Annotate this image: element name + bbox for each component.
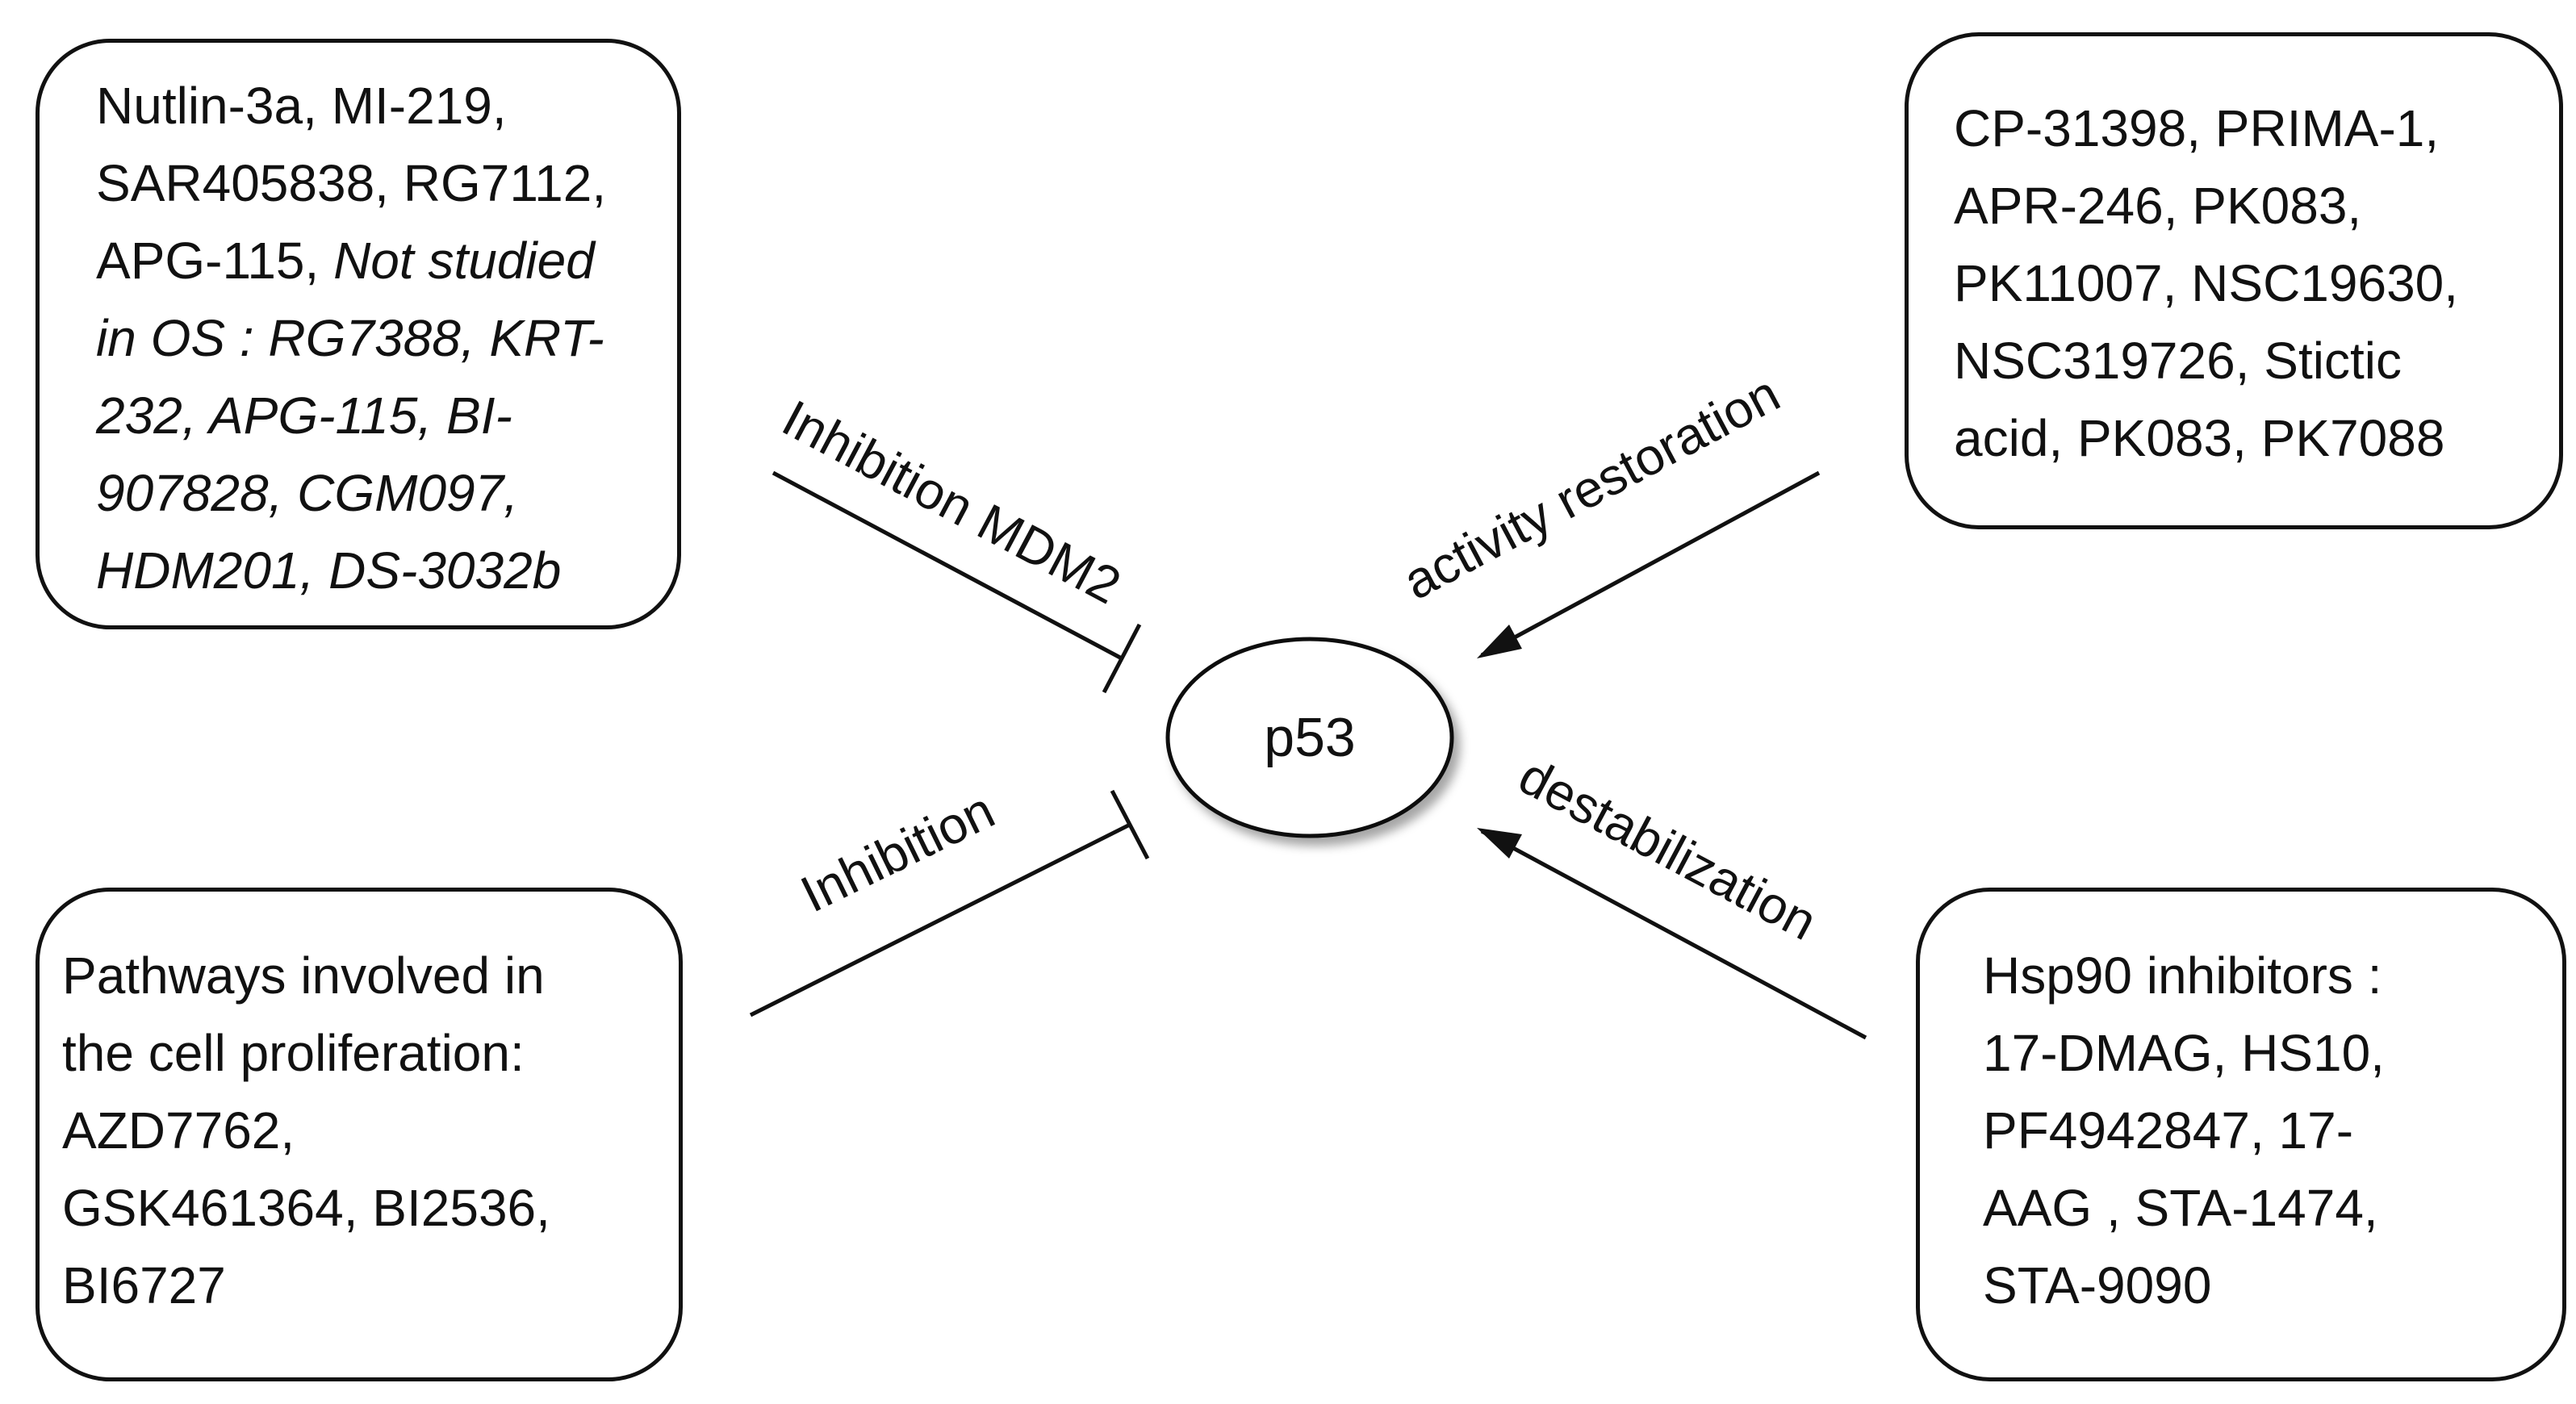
text-segment: APR-246, PK083, <box>1954 177 2362 235</box>
text-segment: Nutlin-3a, MI-219, <box>96 77 507 135</box>
text-segment: BI6727 <box>62 1256 226 1314</box>
box-line: STA-9090 <box>1983 1247 2385 1324</box>
text-segment: GSK461364, BI2536, <box>62 1179 550 1237</box>
box-line: CP-31398, PRIMA-1, <box>1954 90 2458 167</box>
box-line: Hsp90 inhibitors : <box>1983 937 2385 1014</box>
italic-segment: HDM201, DS-3032b <box>96 541 562 600</box>
text-segment: acid, PK083, PK7088 <box>1954 409 2445 467</box>
box-hsp90-inhibitors-text: Hsp90 inhibitors : 17-DMAG, HS10, PF494284… <box>1983 937 2385 1324</box>
box-line: GSK461364, BI2536, <box>62 1169 550 1247</box>
box-proliferation-pathways: Pathways involved in the cell proliferati… <box>36 888 683 1381</box>
box-line: in OS : RG7388, KRT- <box>96 299 606 377</box>
italic-segment: Not studied <box>333 232 595 290</box>
box-mdm2-inhibitors: Nutlin-3a, MI-219, SAR405838, RG7112, APG-… <box>36 39 681 629</box>
text-segment: APG-115, <box>96 232 334 290</box>
box-line: 232, APG-115, BI- <box>96 377 606 454</box>
edge-inhibition <box>749 789 1150 1017</box>
box-line: NSC319726, Stictic <box>1954 322 2458 399</box>
p53-ellipse <box>1165 637 1454 838</box>
box-line: APG-115, Not studied <box>96 222 606 299</box>
box-line: AAG , STA-1474, <box>1983 1169 2385 1247</box>
text-segment: SAR405838, RG7112, <box>96 154 607 212</box>
text-segment: STA-9090 <box>1983 1256 2212 1314</box>
text-segment: Pathways involved in <box>62 946 545 1005</box>
box-line: SAR405838, RG7112, <box>96 144 606 222</box>
text-segment: AZD7762, <box>62 1101 295 1160</box>
italic-segment: in OS : RG7388, KRT- <box>96 309 604 367</box>
node-p53-label: p53 <box>1264 707 1356 768</box>
text-segment: PK11007, NSC19630, <box>1954 254 2459 312</box>
box-line: PF4942847, 17- <box>1983 1092 2385 1169</box>
box-line: APR-246, PK083, <box>1954 167 2458 244</box>
edge-inhibition-mdm2 <box>772 470 1142 694</box>
box-line: 17-DMAG, HS10, <box>1983 1014 2385 1092</box>
edge-activity-restoration <box>1477 470 1821 658</box>
text-segment: CP-31398, PRIMA-1, <box>1954 99 2440 157</box>
box-line: AZD7762, <box>62 1092 550 1169</box>
box-proliferation-pathways-text: Pathways involved in the cell proliferati… <box>62 937 550 1324</box>
box-line: acid, PK083, PK7088 <box>1954 399 2458 477</box>
box-hsp90-inhibitors: Hsp90 inhibitors : 17-DMAG, HS10, PF494284… <box>1916 888 2566 1381</box>
box-line: BI6727 <box>62 1247 550 1324</box>
text-segment: 17-DMAG, HS10, <box>1983 1024 2385 1082</box>
text-segment: AAG , STA-1474, <box>1983 1179 2378 1237</box>
edge-destabilization <box>1477 828 1867 1040</box>
box-activity-restorers-text: CP-31398, PRIMA-1, APR-246, PK083, PK11007… <box>1954 90 2458 477</box>
text-segment: Hsp90 inhibitors : <box>1983 946 2382 1005</box>
italic-segment: 907828, CGM097, <box>96 464 518 522</box>
box-mdm2-inhibitors-text: Nutlin-3a, MI-219, SAR405838, RG7112, APG-… <box>96 67 606 609</box>
box-line: HDM201, DS-3032b <box>96 532 606 609</box>
box-line: Nutlin-3a, MI-219, <box>96 67 606 144</box>
box-line: 907828, CGM097, <box>96 454 606 532</box>
box-line: Pathways involved in <box>62 937 550 1014</box>
box-line: the cell proliferation: <box>62 1014 550 1092</box>
node-p53: p53 <box>1166 637 1453 838</box>
text-segment: PF4942847, 17- <box>1983 1101 2353 1160</box>
box-activity-restorers: CP-31398, PRIMA-1, APR-246, PK083, PK11007… <box>1905 32 2563 529</box>
italic-segment: 232, APG-115, BI- <box>96 387 512 445</box>
box-line: PK11007, NSC19630, <box>1954 244 2458 322</box>
text-segment: the cell proliferation: <box>62 1024 525 1082</box>
text-segment: NSC319726, Stictic <box>1954 332 2402 390</box>
